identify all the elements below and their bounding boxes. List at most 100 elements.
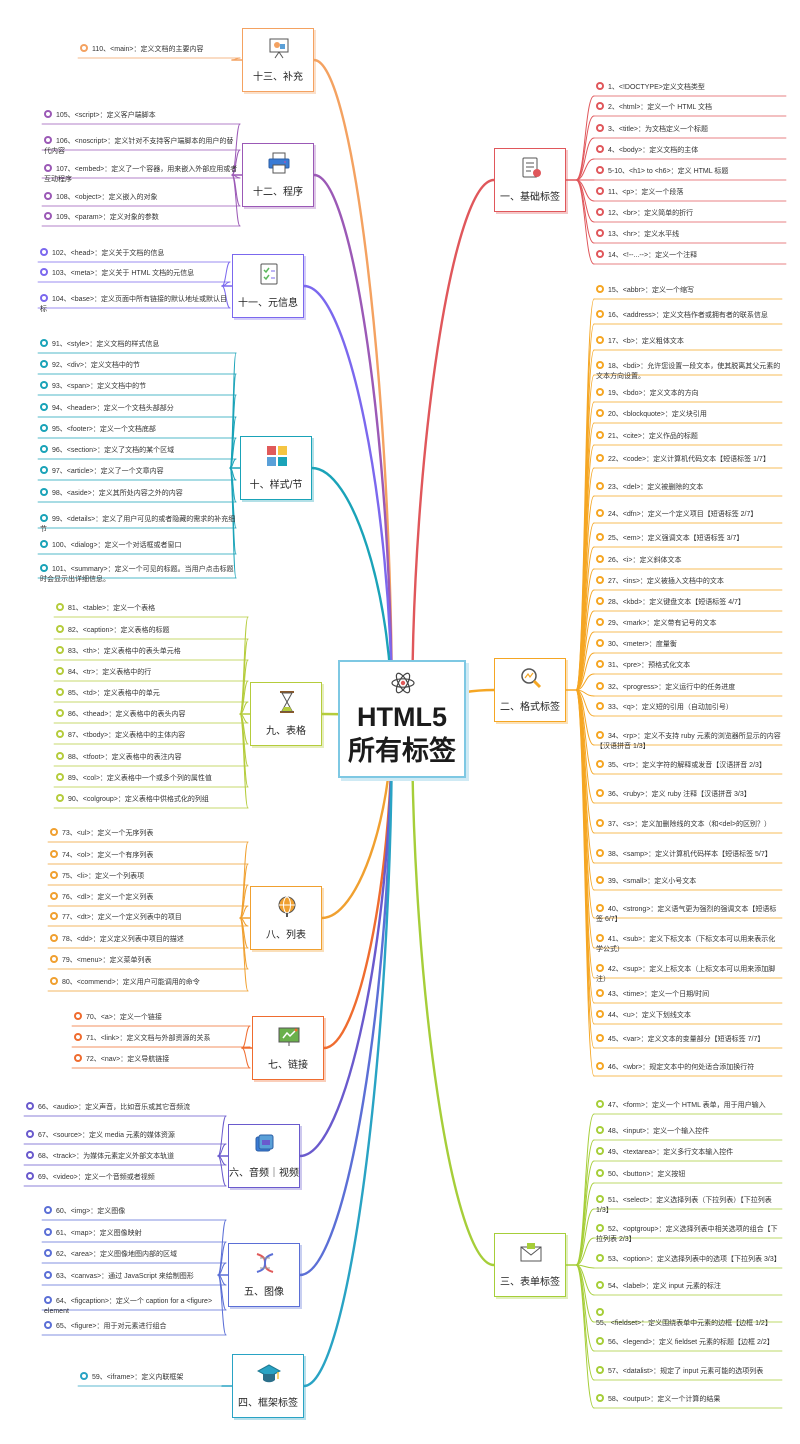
category-title: 五、图像 — [244, 1287, 284, 1298]
list-item: 106、<noscript>：定义针对不支持客户端脚本的用户的替代内容 — [44, 136, 240, 157]
bullet-icon — [50, 912, 58, 920]
bullet-icon — [40, 339, 48, 347]
bullet-icon — [596, 555, 604, 563]
category-c11[interactable]: 十一、元信息 — [232, 254, 304, 318]
list-item: 46、<wbr>：规定文本中的何处适合添加换行符 — [596, 1062, 782, 1073]
connector-line — [575, 1264, 595, 1269]
item-text: 13、<hr>：定义水平线 — [608, 231, 680, 238]
bullet-icon — [596, 1126, 604, 1134]
item-text: 104、<base>：定义页面中所有链接的默认地址或默认目标 — [40, 296, 228, 313]
list-item: 42、<sup>：定义上标文本（上标文本可以用来添加脚注） — [596, 964, 782, 985]
list-item: 88、<tfoot>：定义表格中的表注内容 — [56, 752, 248, 763]
bullet-icon — [56, 688, 64, 696]
bullet-icon — [74, 1012, 82, 1020]
list-item: 87、<tbody>：定义表格中的主体内容 — [56, 730, 248, 741]
connector-line — [575, 179, 595, 265]
list-item: 34、<rp>：定义不支持 ruby 元素的浏览器所显示的内容【汉语拼音 1/3… — [596, 731, 782, 752]
connector-line — [221, 281, 231, 287]
category-c8[interactable]: 八、列表 — [250, 886, 322, 950]
connector-line — [575, 179, 595, 244]
list-item: 50、<button>：定义按钮 — [596, 1169, 782, 1180]
category-title: 十一、元信息 — [238, 298, 298, 309]
connector-line — [575, 1264, 595, 1296]
connector-line — [575, 689, 595, 804]
item-text: 68、<track>：为媒体元素定义外部文本轨道 — [38, 1153, 175, 1160]
connector-line — [302, 284, 394, 721]
category-c10[interactable]: 十、样式/节 — [240, 436, 312, 500]
list-item: 45、<var>：定义文本的变量部分【短语标签 7/7】 — [596, 1034, 782, 1045]
item-text: 63、<canvas>：通过 JavaScript 来绘制图形 — [56, 1273, 194, 1280]
category-c7[interactable]: 七、链接 — [252, 1016, 324, 1080]
item-text: 81、<table>：定义一个表格 — [68, 605, 156, 612]
bullet-icon — [596, 660, 604, 668]
form-envelope-icon — [520, 1243, 542, 1262]
bullet-icon — [596, 336, 604, 344]
item-text: 57、<datalist>：规定了 input 元素可能的选项列表 — [608, 1368, 764, 1375]
item-text: 59、<iframe>：定义内联框架 — [92, 1374, 184, 1381]
list-item: 53、<option>：定义选择列表中的选项【下拉列表 3/3】 — [596, 1254, 782, 1265]
bullet-icon — [44, 1271, 52, 1279]
bullet-icon — [40, 540, 48, 548]
item-text: 79、<menu>：定义菜单列表 — [62, 957, 152, 964]
category-c9[interactable]: 九、表格 — [250, 682, 322, 746]
item-text: 33、<q>：定义短的引用（自动加引号） — [608, 704, 733, 711]
list-item: 84、<tr>：定义表格中的行 — [56, 667, 248, 678]
bullet-icon — [596, 388, 604, 396]
category-c3[interactable]: 三、表单标签 — [494, 1233, 566, 1297]
list-item: 1、<!DOCTYPE>定义文档类型 — [596, 82, 786, 93]
bullet-icon — [40, 488, 48, 496]
bullet-icon — [26, 1151, 34, 1159]
connector-line — [575, 158, 595, 181]
bullet-icon — [44, 1228, 52, 1236]
item-text: 23、<del>：定义被删除的文本 — [608, 484, 704, 491]
bullet-icon — [50, 871, 58, 879]
connector-line — [575, 689, 595, 1049]
bullet-icon — [596, 124, 604, 132]
category-c4[interactable]: 四、框架标签 — [232, 1354, 304, 1418]
bullet-icon — [44, 212, 52, 220]
bullet-icon — [596, 1147, 604, 1155]
category-c13[interactable]: 十三、补充 — [242, 28, 314, 92]
bullet-icon — [80, 44, 88, 52]
item-text: 73、<ul>：定义一个无序列表 — [62, 830, 154, 837]
item-text: 67、<source>：定义 media 元素的媒体资源 — [38, 1132, 175, 1139]
list-item: 67、<source>：定义 media 元素的媒体资源 — [26, 1130, 226, 1141]
item-text: 46、<wbr>：规定文本中的何处适合添加换行符 — [608, 1064, 755, 1071]
list-item: 38、<samp>：定义计算机代码样本【短语标签 5/7】 — [596, 849, 782, 860]
connector-line — [298, 717, 394, 1277]
item-text: 41、<sub>：定义下标文本（下标文本可以用来表示化学公式） — [596, 936, 776, 953]
connector-line — [575, 689, 595, 1025]
list-item: 62、<area>：定义图像地图内部的区域 — [44, 1249, 226, 1260]
item-text: 12、<br>：定义简单的折行 — [608, 210, 694, 217]
list-item: 60、<img>：定义图像 — [44, 1206, 226, 1217]
list-item: 3、<title>：为文档定义一个标题 — [596, 124, 786, 135]
category-c2[interactable]: 二、格式标签 — [494, 658, 566, 722]
bullet-icon — [596, 934, 604, 942]
category-c12[interactable]: 十二、程序 — [242, 143, 314, 207]
item-text: 110、<main>：定义文档的主要内容 — [92, 46, 204, 53]
list-item: 93、<span>：定义文档中的节 — [40, 381, 236, 392]
bullet-icon — [596, 250, 604, 258]
bullet-icon — [596, 1010, 604, 1018]
item-text: 2、<html>：定义一个 HTML 文档 — [608, 104, 712, 111]
list-item: 74、<ol>：定义一个有序列表 — [50, 850, 248, 861]
list-item: 70、<a>：定义一个链接 — [74, 1012, 250, 1023]
list-item: 77、<dt>：定义一个定义列表中的项目 — [50, 912, 248, 923]
connector-line — [575, 1264, 595, 1409]
item-text: 21、<cite>：定义作品的标题 — [608, 433, 698, 440]
category-c6[interactable]: 六、音频｜视频 — [228, 1124, 300, 1188]
list-item: 107、<embed>：定义了一个容器，用来嵌入外部应用或者互动程序 — [44, 164, 240, 185]
category-c1[interactable]: 一、基础标签 — [494, 148, 566, 212]
item-text: 86、<thead>：定义表格中的表头内容 — [68, 711, 186, 718]
category-c5[interactable]: 五、图像 — [228, 1243, 300, 1307]
connector-line — [575, 689, 595, 834]
category-title: 六、音频｜视频 — [229, 1168, 299, 1179]
connector-line — [575, 1182, 595, 1266]
item-text: 93、<span>：定义文档中的节 — [52, 383, 147, 390]
bullet-icon — [50, 977, 58, 985]
list-item: 80、<commend>：定义用户可能调用的命令 — [50, 977, 248, 988]
list-item: 27、<ins>：定义被插入文档中的文本 — [596, 576, 782, 587]
connector-line — [575, 1237, 595, 1266]
item-text: 14、<!--...-->：定义一个注释 — [608, 252, 698, 259]
bullet-icon — [44, 164, 52, 172]
